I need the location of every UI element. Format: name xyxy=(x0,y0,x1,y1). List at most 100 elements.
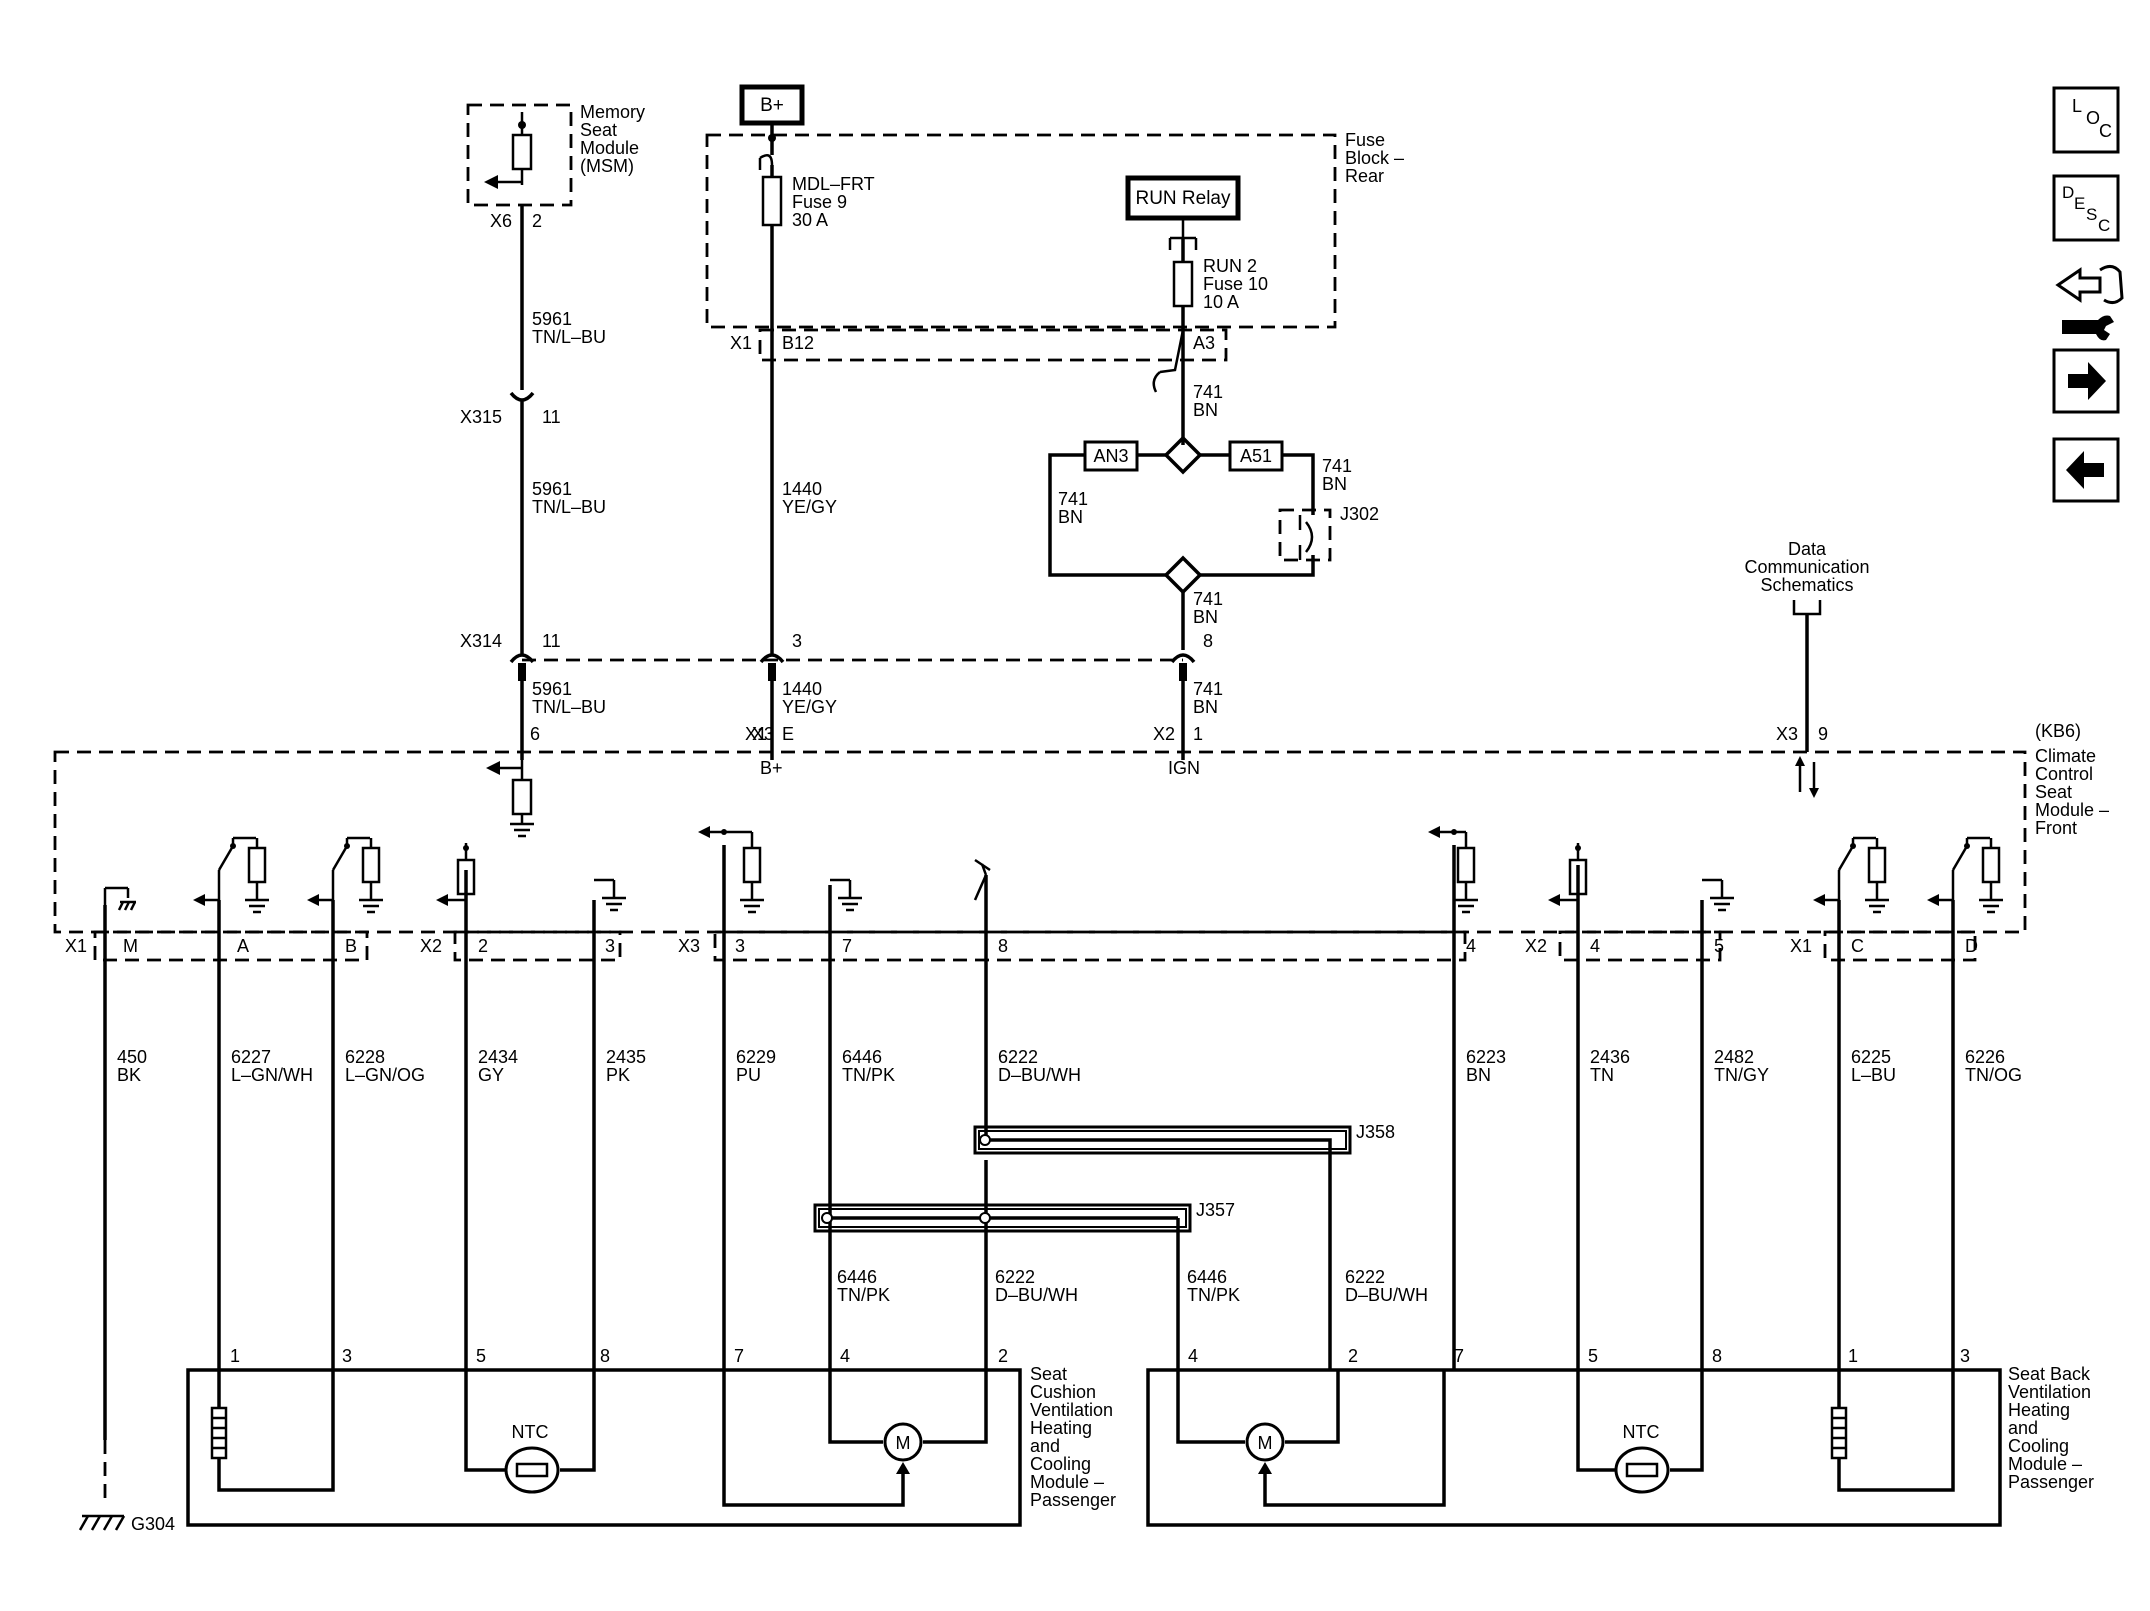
back-pin-2: 2 xyxy=(1348,1346,1358,1366)
circuit-color: PU xyxy=(736,1065,761,1085)
x314-pin-8: 8 xyxy=(1203,631,1213,651)
msm-label-4: (MSM) xyxy=(580,156,634,176)
cushion-name-6: Cooling xyxy=(1030,1454,1091,1474)
circuit-number: 2434 xyxy=(478,1047,518,1067)
circuit-color: GY xyxy=(478,1065,504,1085)
cushion-name-8: Passenger xyxy=(1030,1490,1116,1510)
node xyxy=(1451,829,1457,835)
circuit-color: TN/GY xyxy=(1714,1065,1769,1085)
back-name-5: Cooling xyxy=(2008,1436,2069,1456)
node xyxy=(721,829,727,835)
msm-connector: X6 xyxy=(490,211,512,231)
arrow-head xyxy=(1548,894,1560,906)
module-pin-5: 5 xyxy=(1714,936,1724,956)
ground-g304: G304 xyxy=(78,1440,175,1534)
circuit-color: BN xyxy=(1466,1065,1491,1085)
wire-1440-num-1: 1440 xyxy=(782,479,822,499)
circuit-number: 6229 xyxy=(736,1047,776,1067)
circuit-number: 2435 xyxy=(606,1047,646,1067)
chassis-ground xyxy=(129,901,137,911)
shielded-right2-num: 6222 xyxy=(1345,1267,1385,1287)
battery-label: B+ xyxy=(760,95,784,116)
shield-j358: J358 xyxy=(1356,1122,1395,1142)
circuit-color: L–GN/WH xyxy=(231,1065,313,1085)
module-bplus: B+ xyxy=(760,758,783,778)
chassis-ground xyxy=(123,901,131,911)
cushion-name-5: and xyxy=(1030,1436,1060,1456)
wire-5961-num-1: 5961 xyxy=(532,309,572,329)
fuse-block-label-2: Block – xyxy=(1345,148,1404,168)
arrow-head xyxy=(307,894,319,906)
module-pin-3: 3 xyxy=(735,936,745,956)
x314-pin-11: 11 xyxy=(542,631,561,651)
back-name-1: Seat Back xyxy=(2008,1364,2091,1384)
wire-741-color-4: BN xyxy=(1193,607,1218,627)
switch-blade xyxy=(217,845,235,871)
circuit-number: 6228 xyxy=(345,1047,385,1067)
back-pin-5: 5 xyxy=(1588,1346,1598,1366)
module-pin-C: C xyxy=(1851,936,1864,956)
circuit-color: TN xyxy=(1590,1065,1614,1085)
cushion-name-1: Seat xyxy=(1030,1364,1067,1384)
circuit-number: 6446 xyxy=(842,1047,882,1067)
wire-1440-color-1: YE/GY xyxy=(782,497,837,517)
back-pin-4: 4 xyxy=(1188,1346,1198,1366)
loc-icon[interactable]: L O C xyxy=(2052,86,2120,154)
arrow-head xyxy=(698,826,710,838)
cushion-pin-1: 1 xyxy=(230,1346,240,1366)
nav-buttons: L O C D E S C xyxy=(2052,86,2124,503)
data-comm-label-1: Data xyxy=(1788,539,1827,559)
module-pin-8: 8 xyxy=(998,936,1008,956)
desc-icon[interactable]: D E S C xyxy=(2052,174,2120,242)
wire-1440-num-2: 1440 xyxy=(782,679,822,699)
switch-blade xyxy=(973,874,988,901)
arrow-head xyxy=(1927,894,1939,906)
bottom-conn-x1: X1 xyxy=(65,936,87,956)
node xyxy=(1575,845,1581,851)
back-name-2: Ventilation xyxy=(2008,1382,2091,1402)
data-communication-link: Data Communication Schematics xyxy=(1744,539,1870,798)
back-ntc: NTC xyxy=(1623,1422,1660,1442)
module-name-1: Climate xyxy=(2035,746,2096,766)
wire-5961-color-1: TN/L–BU xyxy=(532,327,606,347)
fuse-block-rear: B+ MDL–FRT Fuse 9 30 A RUN Relay RUN 2 F… xyxy=(705,84,1404,655)
data-comm-label-2: Communication xyxy=(1744,557,1869,577)
cushion-name-7: Module – xyxy=(1030,1472,1104,1492)
node xyxy=(463,845,469,851)
seat-back-module: Seat Back Ventilation Heating and Coolin… xyxy=(1146,1346,2094,1527)
circuit-number: 2436 xyxy=(1590,1047,1630,1067)
wire-741-color-3: BN xyxy=(1058,507,1083,527)
bottom-conn-x2: X2 xyxy=(420,936,442,956)
wire-741-num-5: 741 xyxy=(1193,679,1223,699)
shielded-left2-num: 6222 xyxy=(995,1267,1035,1287)
cushion-name-3: Ventilation xyxy=(1030,1400,1113,1420)
routed-wire-6222-right xyxy=(984,875,1332,1370)
ground-label: G304 xyxy=(131,1514,175,1534)
x314-label: X314 xyxy=(460,631,502,651)
desc-letter-3: S xyxy=(2086,205,2097,224)
shielded-cables: J358 J357 6446 TN/PK 6222 D–BU/WH 6446 T… xyxy=(813,1122,1428,1305)
module-x3: X3 xyxy=(752,724,774,744)
module-x1: X1 xyxy=(745,724,767,744)
shield-j357: J357 xyxy=(1196,1200,1235,1220)
msm-label-1: Memory xyxy=(580,102,645,122)
connector-wrench-icon[interactable] xyxy=(2055,265,2124,341)
arrow-right-icon[interactable] xyxy=(2052,348,2120,414)
x314-pin-3: 3 xyxy=(792,631,802,651)
back-name-3: Heating xyxy=(2008,1400,2070,1420)
run-relay-label: RUN Relay xyxy=(1135,188,1231,209)
cushion-motor: M xyxy=(896,1433,911,1453)
msm-pin: 2 xyxy=(532,211,542,231)
circuit-number: 6223 xyxy=(1466,1047,1506,1067)
circuit-wires: M450BKA6227L–GN/WHB6228L–GN/OG22434GY324… xyxy=(103,845,2022,1440)
cushion-pin-5: 5 xyxy=(476,1346,486,1366)
fuse10-label-1: RUN 2 xyxy=(1203,256,1257,276)
splice-a51: A51 xyxy=(1240,446,1272,466)
arrow-left-icon[interactable] xyxy=(2052,437,2120,503)
cushion-ntc: NTC xyxy=(512,1422,549,1442)
switch-blade xyxy=(331,845,349,871)
module-pin-3: 3 xyxy=(605,936,615,956)
fuse9-label-1: MDL–FRT xyxy=(792,174,875,194)
module-name-4: Module – xyxy=(2035,800,2109,820)
back-name-7: Passenger xyxy=(2008,1472,2094,1492)
